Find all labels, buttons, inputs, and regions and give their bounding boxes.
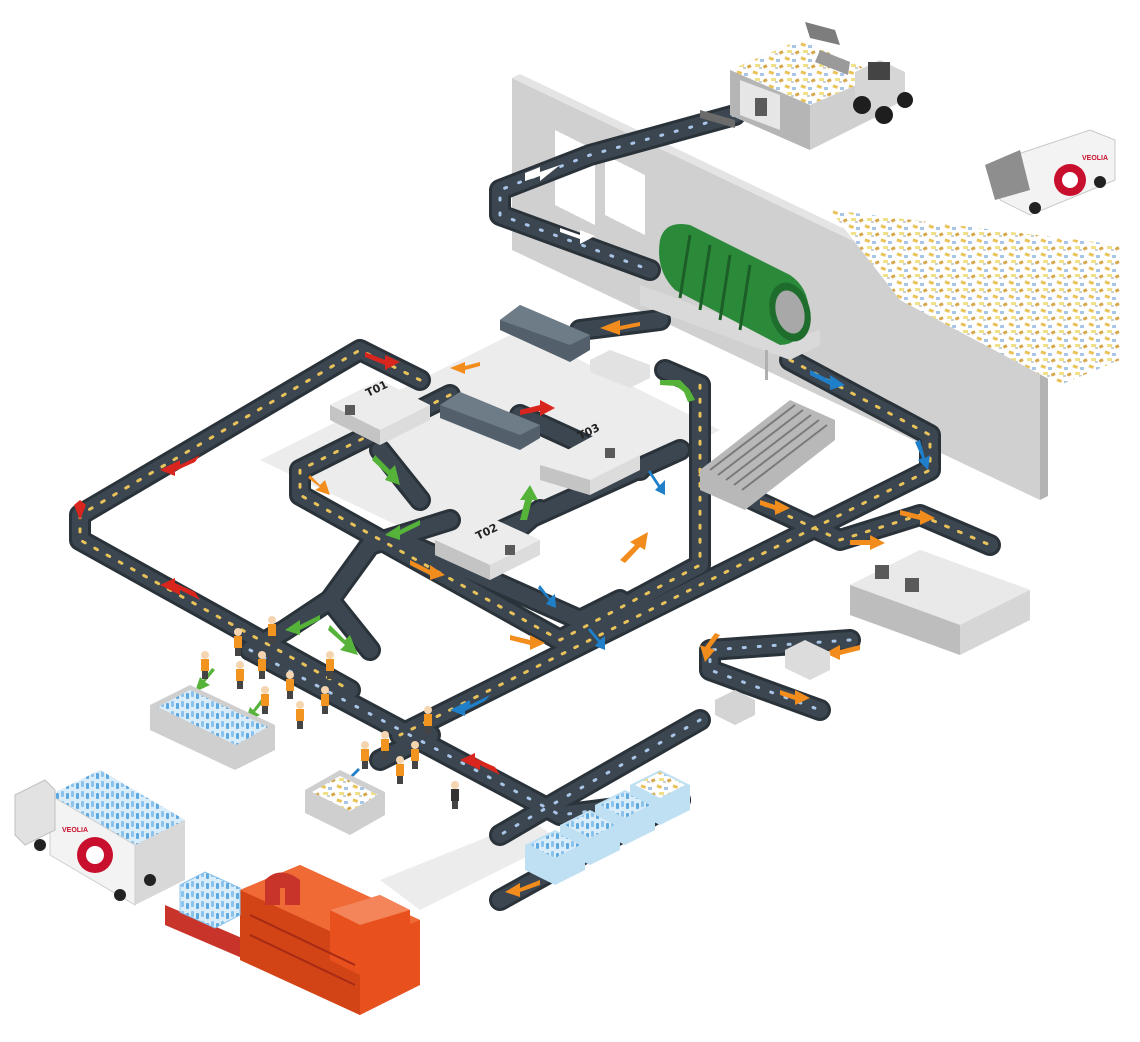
bale-icon xyxy=(179,871,241,929)
worker-icon xyxy=(201,616,459,809)
ballistic-screen xyxy=(440,305,590,450)
feed-hopper xyxy=(700,40,880,150)
floor-shadows xyxy=(260,330,720,910)
trailer-veolia-logo-text: VEOLIA xyxy=(62,827,88,834)
trailer-truck-icon: VEOLIA xyxy=(14,770,185,906)
small-separator xyxy=(590,350,830,725)
flow-arrows xyxy=(74,165,935,897)
baler xyxy=(165,865,420,1015)
red-arrow xyxy=(74,352,555,775)
optical-sorter-right xyxy=(850,550,1030,655)
disc-screen xyxy=(700,400,835,510)
veolia-logo-text: VEOLIA xyxy=(1082,155,1108,162)
garbage-truck-icon: VEOLIA xyxy=(985,129,1116,216)
loader-icon xyxy=(805,22,913,124)
sorted-bins xyxy=(150,685,385,835)
bottle-bins xyxy=(525,770,690,885)
optical-sorter-t03: T03 xyxy=(540,421,640,495)
green-arrow xyxy=(195,380,695,722)
optical-sorter-t02: T02 xyxy=(435,515,540,580)
optical-sorter-t01: T01 xyxy=(330,378,430,445)
orange-arrow xyxy=(308,320,935,897)
trommel-drum xyxy=(640,224,820,380)
white-arrow xyxy=(525,165,595,244)
waste-pile xyxy=(830,210,1120,385)
